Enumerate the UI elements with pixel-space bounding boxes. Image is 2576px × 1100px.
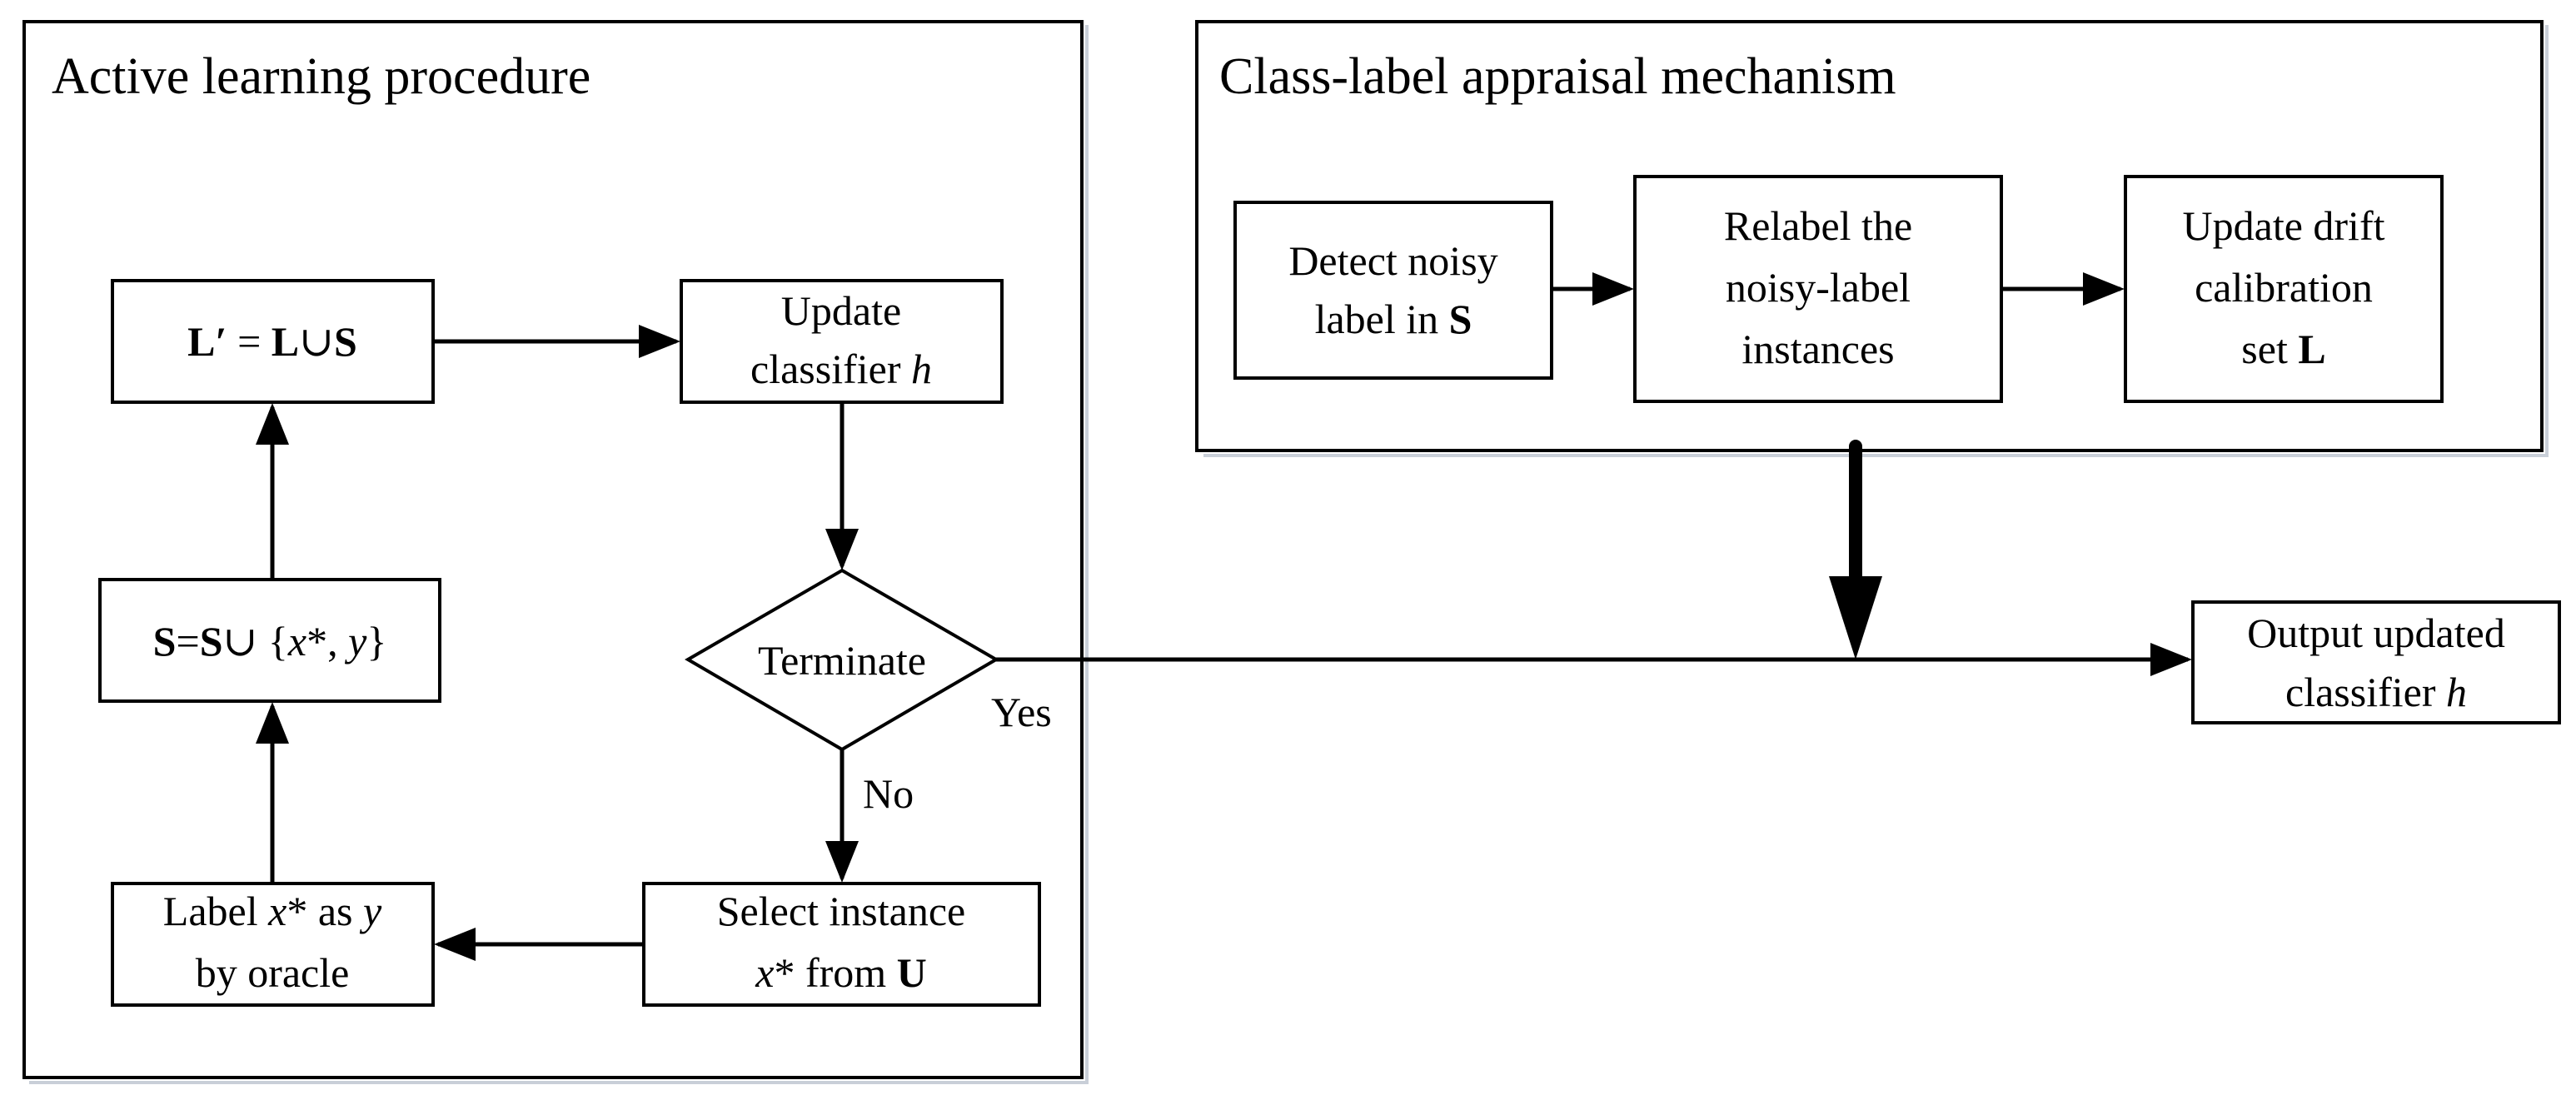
relabel-line2: noisy-label <box>1726 264 1911 311</box>
yes-label: Yes <box>991 689 1052 735</box>
update-drift-line3: set L <box>2241 326 2325 372</box>
output-line1: Output updated <box>2247 610 2505 656</box>
relabel-line3: instances <box>1741 326 1894 372</box>
update-drift-line1: Update drift <box>2183 202 2385 249</box>
thick-arrow-head <box>1829 576 1882 660</box>
update-drift-line2: calibration <box>2195 264 2373 311</box>
terminate-label: Terminate <box>758 637 926 684</box>
right-panel-shadow <box>1203 25 2549 457</box>
label-oracle-box <box>111 882 435 1007</box>
appraisal-panel <box>1195 20 2544 452</box>
union-merge-label: L′ = L∪S <box>187 318 357 365</box>
output-box <box>2191 600 2561 724</box>
detect-noisy-line2: label in S <box>1315 296 1472 342</box>
update-classifier-line1: Update <box>781 287 901 334</box>
detect-noisy-line1: Detect noisy <box>1288 237 1497 284</box>
update-classifier-box <box>680 279 1004 404</box>
update-drift-box <box>2124 175 2444 403</box>
select-instance-line1: Select instance <box>717 888 966 934</box>
relabel-box <box>1633 175 2003 403</box>
select-instance-line2: x* from U <box>755 949 927 996</box>
union-merge-box <box>111 279 435 404</box>
select-instance-box <box>642 882 1041 1007</box>
s-update-label: S=S∪ {x*, y} <box>153 618 387 664</box>
output-line2: classifier h <box>2285 669 2467 715</box>
left-panel-shadow <box>29 25 1089 1084</box>
label-oracle-line2: by oracle <box>196 949 350 996</box>
update-classifier-line2: classifier h <box>750 346 932 392</box>
active-learning-title: Active learning procedure <box>52 48 590 105</box>
label-oracle-line1: Label x* as y <box>163 888 382 934</box>
appraisal-title: Class-label appraisal mechanism <box>1219 48 1896 105</box>
detect-noisy-box <box>1233 201 1553 380</box>
active-learning-panel <box>22 20 1084 1079</box>
relabel-line1: Relabel the <box>1724 202 1912 249</box>
no-label: No <box>863 770 914 817</box>
s-update-box <box>98 578 441 703</box>
